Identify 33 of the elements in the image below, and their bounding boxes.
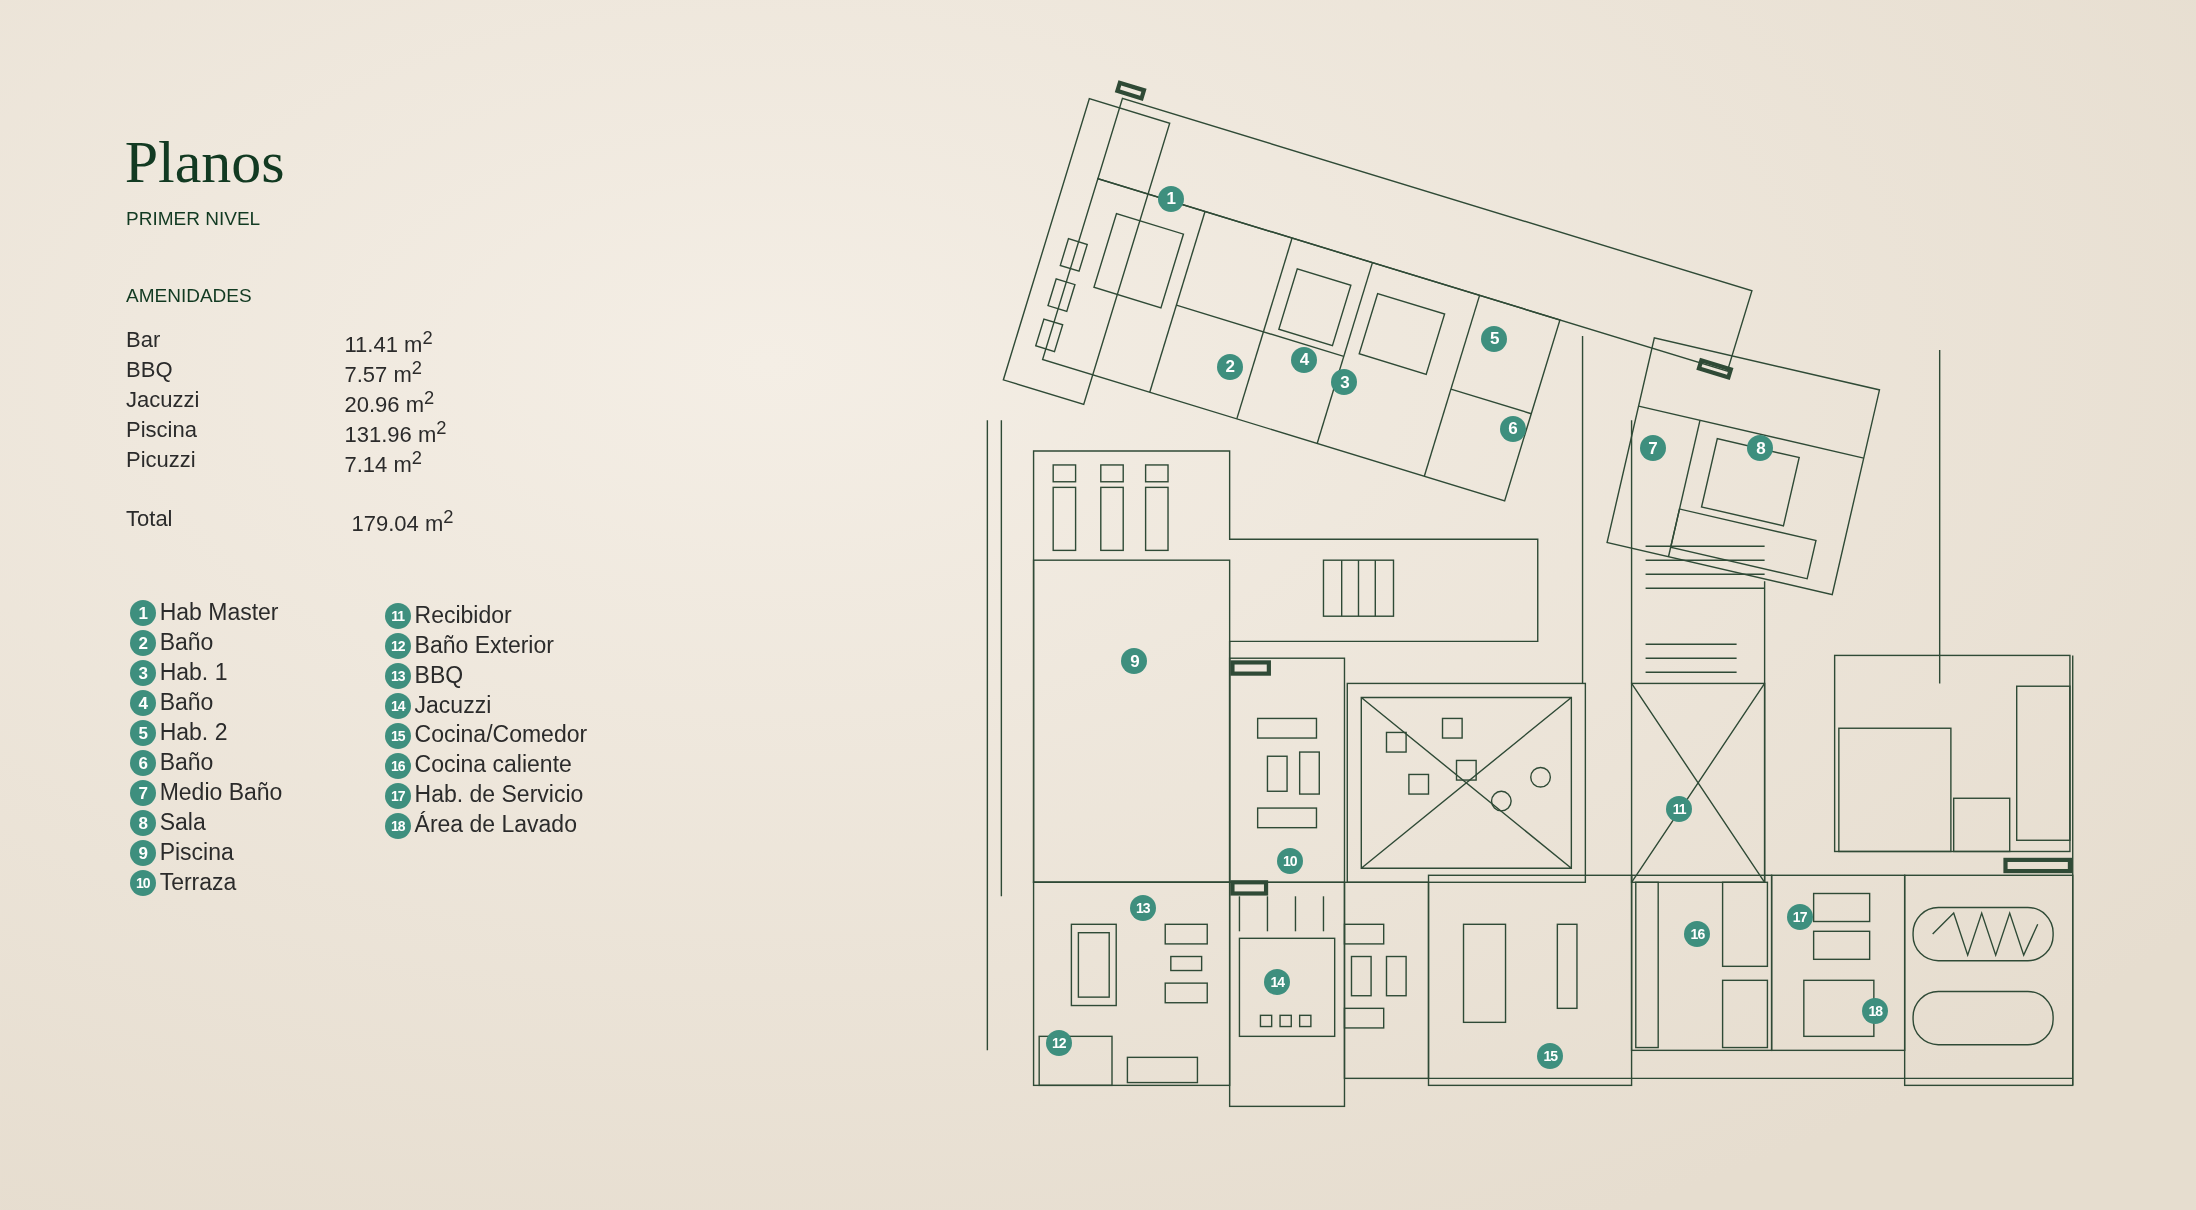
room-name: Hab Master (159, 600, 279, 624)
room-name: Cocina/Comedor (414, 723, 588, 747)
room-name: Área de Lavado (414, 813, 577, 837)
amenity-area: 20.96 m$^{2}$ (344, 389, 435, 417)
page-title: Planos (124, 131, 285, 192)
room-name: Baño Exterior (414, 633, 554, 657)
amenity-name: Piscina (126, 419, 197, 441)
room-name: BBQ (414, 663, 464, 687)
room-name: Terraza (159, 870, 237, 894)
room-name: Baño (159, 750, 214, 774)
room-name: Baño (159, 630, 214, 654)
subtitle: PRIMER NIVEL (126, 208, 261, 228)
room-name: Jacuzzi (414, 693, 492, 717)
amenity-name: Bar (126, 329, 161, 352)
amenity-area: 7.57 m$^{2}$ (344, 359, 422, 387)
total-area: 179.04 m$^{2}$ (351, 508, 454, 536)
room-name: Hab. 1 (159, 660, 228, 684)
amenity-name: Jacuzzi (126, 389, 200, 412)
total-label: Total (126, 508, 173, 531)
amenity-name: Picuzzi (126, 449, 196, 471)
room-name: Medio Baño (159, 780, 283, 804)
room-name: Cocina caliente (414, 753, 572, 777)
amenity-area: 7.14 m$^{2}$ (344, 449, 422, 477)
amenity-area: 11.41 m$^{2}$ (344, 329, 433, 357)
amenity-name: BBQ (126, 359, 173, 382)
room-name: Piscina (159, 840, 234, 864)
room-name: Baño (159, 690, 214, 714)
room-name: Hab. 2 (159, 720, 228, 744)
room-name: Recibidor (414, 603, 512, 627)
room-name: Hab. de Servicio (414, 783, 584, 807)
room-name: Sala (159, 810, 206, 834)
section-heading: AMENIDADES (126, 285, 252, 305)
amenity-area: 131.96 m$^{2}$ (344, 419, 447, 447)
